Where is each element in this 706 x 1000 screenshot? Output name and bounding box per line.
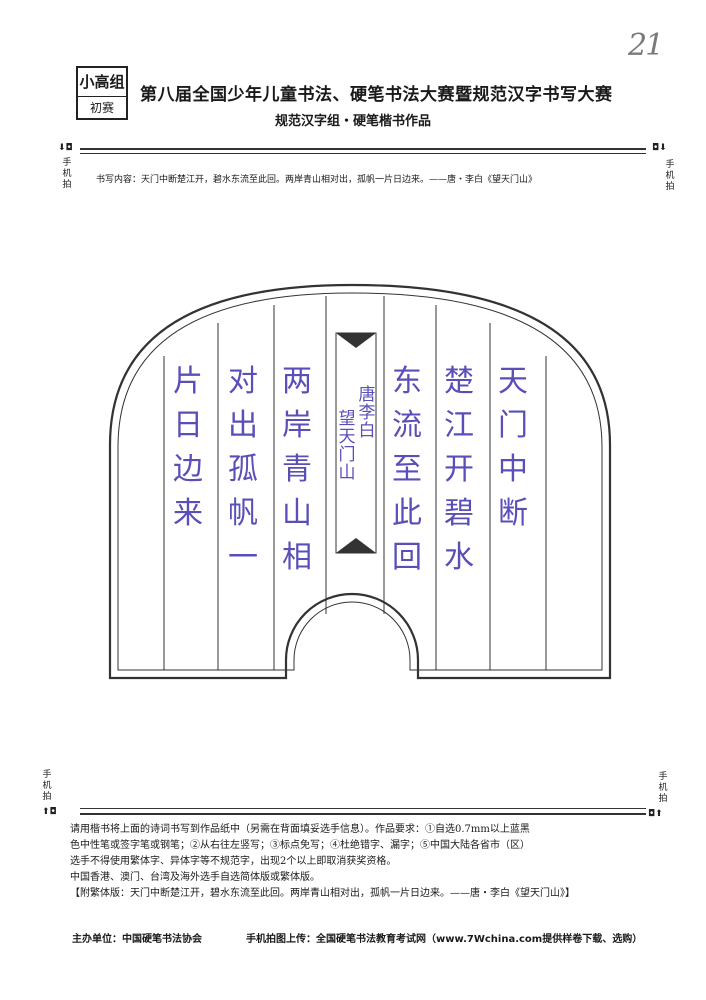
bottom-rule-inner	[80, 808, 646, 809]
page-subtitle: 规范汉字组・硬笔楷书作品	[274, 114, 431, 129]
badge-round: 初赛	[89, 101, 114, 115]
notes-line: 【附繁体版：天门中断楚江开，碧水东流至此回。两岸青山相对出，孤帆一片日边来。——…	[70, 888, 575, 899]
column-4: 两岸青山相	[282, 360, 312, 580]
phone-marker-bottom-left: 手机拍	[42, 770, 52, 802]
camera-arrow-icon: ⬆◘	[42, 807, 57, 817]
column-text: 片日边来	[173, 364, 203, 531]
top-rule	[80, 148, 646, 150]
group-badge: 小高组 初赛	[76, 66, 128, 120]
camera-arrow-icon: ◘⬆	[648, 809, 663, 819]
phone-marker-top-right: 手机拍	[665, 160, 675, 192]
requirements-notes: 请用楷书将上面的诗词书写到作品纸中（另需在背面填妥选手信息）。作品要求：①自选0…	[70, 822, 650, 902]
column-text: 两岸青山相	[282, 364, 312, 575]
column-text: 楚江开碧水	[444, 364, 474, 575]
camera-arrow-icon: ◘⬇	[652, 143, 667, 153]
upload-info: 手机拍图上传：全国硬笔书法教育考试网（www.7Wchina.com提供样卷下载…	[246, 934, 643, 945]
organizer: 主办单位：中国硬笔书法协会	[72, 934, 202, 945]
phone-marker-top-left: 手机拍	[62, 158, 72, 190]
badge-group: 小高组	[78, 68, 126, 97]
bottom-rule	[80, 813, 646, 815]
phone-marker-bottom-right: 手机拍	[658, 772, 668, 804]
signature-dynasty-author: 唐李白	[358, 386, 376, 440]
column-text: 东流至此回	[392, 364, 422, 575]
column-6: 片日边来	[173, 360, 203, 536]
column-3: 东流至此回	[392, 360, 422, 580]
column-2: 楚江开碧水	[444, 360, 474, 580]
signature-text: 望天门山	[338, 409, 356, 483]
column-text: 天门中断	[498, 364, 528, 531]
column-1: 天门中断	[498, 360, 528, 536]
notes-line: 色中性笔或签字笔或钢笔；②从右往左竖写；③标点免写；④杜绝错字、漏字；⑤中国大陆…	[70, 840, 530, 851]
signature-poem-title: 望天门山	[338, 410, 356, 482]
column-5: 对出孤帆一	[228, 360, 258, 580]
page-title: 第八届全国少年儿童书法、硬笔书法大赛暨规范汉字书写大赛	[140, 85, 613, 105]
top-rule-inner	[80, 153, 646, 154]
column-text: 对出孤帆一	[228, 364, 258, 575]
page-number: 21	[628, 28, 664, 63]
notes-line: 选手不得使用繁体字、异体字等不规范字，出现2个以上即取消获奖资格。	[70, 856, 397, 867]
signature-text: 唐李白	[358, 385, 376, 441]
camera-arrow-icon: ⬇◘	[58, 143, 73, 153]
notes-line: 请用楷书将上面的诗词书写到作品纸中（另需在背面填妥选手信息）。作品要求：①自选0…	[70, 824, 530, 835]
notes-line: 中国香港、澳门、台湾及海外选手自选简体版或繁体版。	[70, 872, 320, 883]
writing-content: 书写内容：天门中断楚江开，碧水东流至此回。两岸青山相对出，孤帆一片日边来。——唐…	[96, 175, 538, 185]
